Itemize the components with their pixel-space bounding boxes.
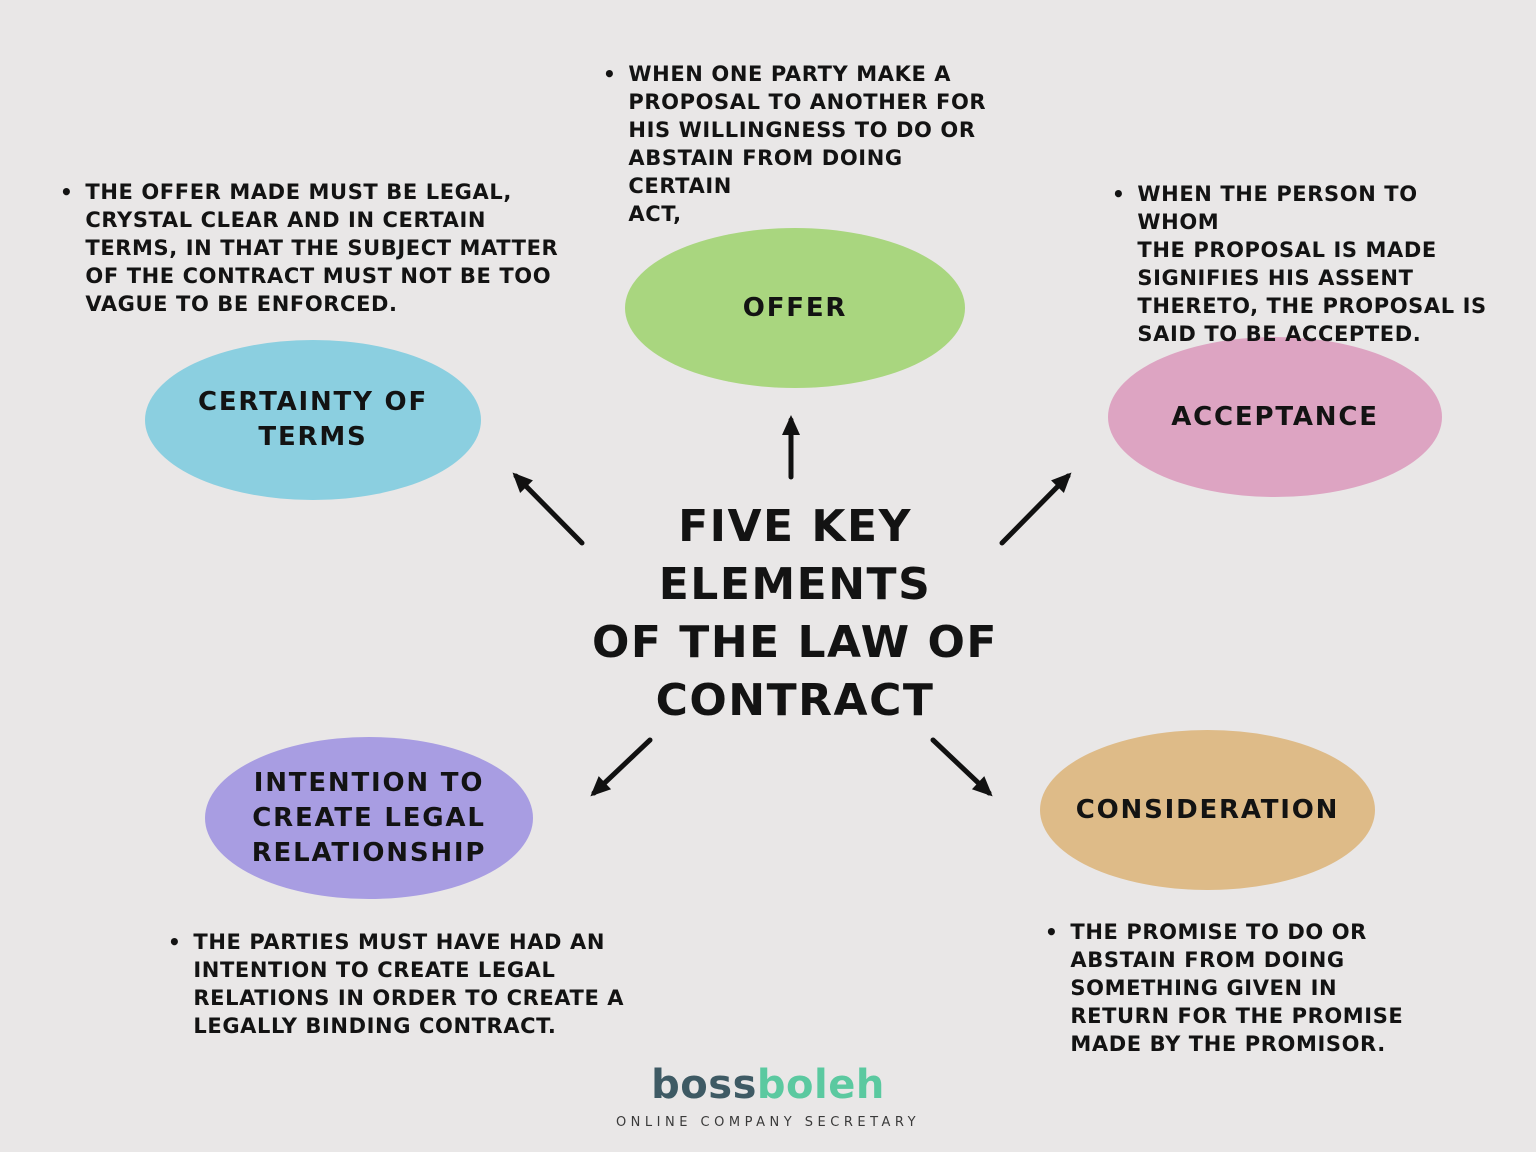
bullet-icon: • [1112,182,1126,206]
logo-boleh: boleh [756,1062,885,1108]
logo-boss: boss [651,1062,757,1108]
node-certainty-of-terms-label: CERTAINTY OF TERMS [197,387,429,452]
node-certainty-of-terms: CERTAINTY OF TERMS [145,340,481,500]
note-consideration: • THE PROMISE TO DO OR ABSTAIN FROM DOIN… [1045,918,1420,1058]
arrow-to-consideration [930,737,993,797]
bullet-icon: • [1045,920,1059,944]
node-acceptance: ACCEPTANCE [1108,337,1442,497]
bullet-icon: • [60,180,74,204]
node-intention: INTENTION TO CREATE LEGAL RELATIONSHIP [205,737,533,899]
note-intention: • THE PARTIES MUST HAVE HAD AN INTENTION… [168,928,633,1040]
node-consideration-label: CONSIDERATION [1075,794,1340,825]
note-offer: • WHEN ONE PARTY MAKE A PROPOSAL TO ANOT… [603,60,1013,228]
note-offer-text: WHEN ONE PARTY MAKE A PROPOSAL TO ANOTHE… [628,62,987,226]
bullet-icon: • [168,930,182,954]
node-offer-label: OFFER [742,292,848,323]
note-intention-text: THE PARTIES MUST HAVE HAD AN INTENTION T… [193,930,625,1038]
logo-wordmark: bossboleh [0,1062,1536,1108]
page-title: FIVE KEY ELEMENTS OF THE LAW OF CONTRACT [592,501,998,726]
brand-logo: bossboleh ONLINE COMPANY SECRETARY [0,1062,1536,1130]
node-offer: OFFER [625,228,965,388]
note-certainty-of-terms: • THE OFFER MADE MUST BE LEGAL, CRYSTAL … [60,178,565,318]
note-acceptance: • WHEN THE PERSON TO WHOM THE PROPOSAL I… [1112,180,1507,348]
node-consideration: CONSIDERATION [1040,730,1375,890]
note-certainty-of-terms-text: THE OFFER MADE MUST BE LEGAL, CRYSTAL CL… [85,180,559,316]
note-consideration-text: THE PROMISE TO DO OR ABSTAIN FROM DOING … [1070,920,1404,1056]
note-acceptance-text: WHEN THE PERSON TO WHOM THE PROPOSAL IS … [1137,182,1487,346]
arrow-to-intention [590,737,653,797]
bullet-icon: • [603,62,617,86]
node-intention-label: INTENTION TO CREATE LEGAL RELATIONSHIP [251,767,487,868]
logo-tagline: ONLINE COMPANY SECRETARY [615,1115,921,1130]
node-acceptance-label: ACCEPTANCE [1171,401,1379,432]
